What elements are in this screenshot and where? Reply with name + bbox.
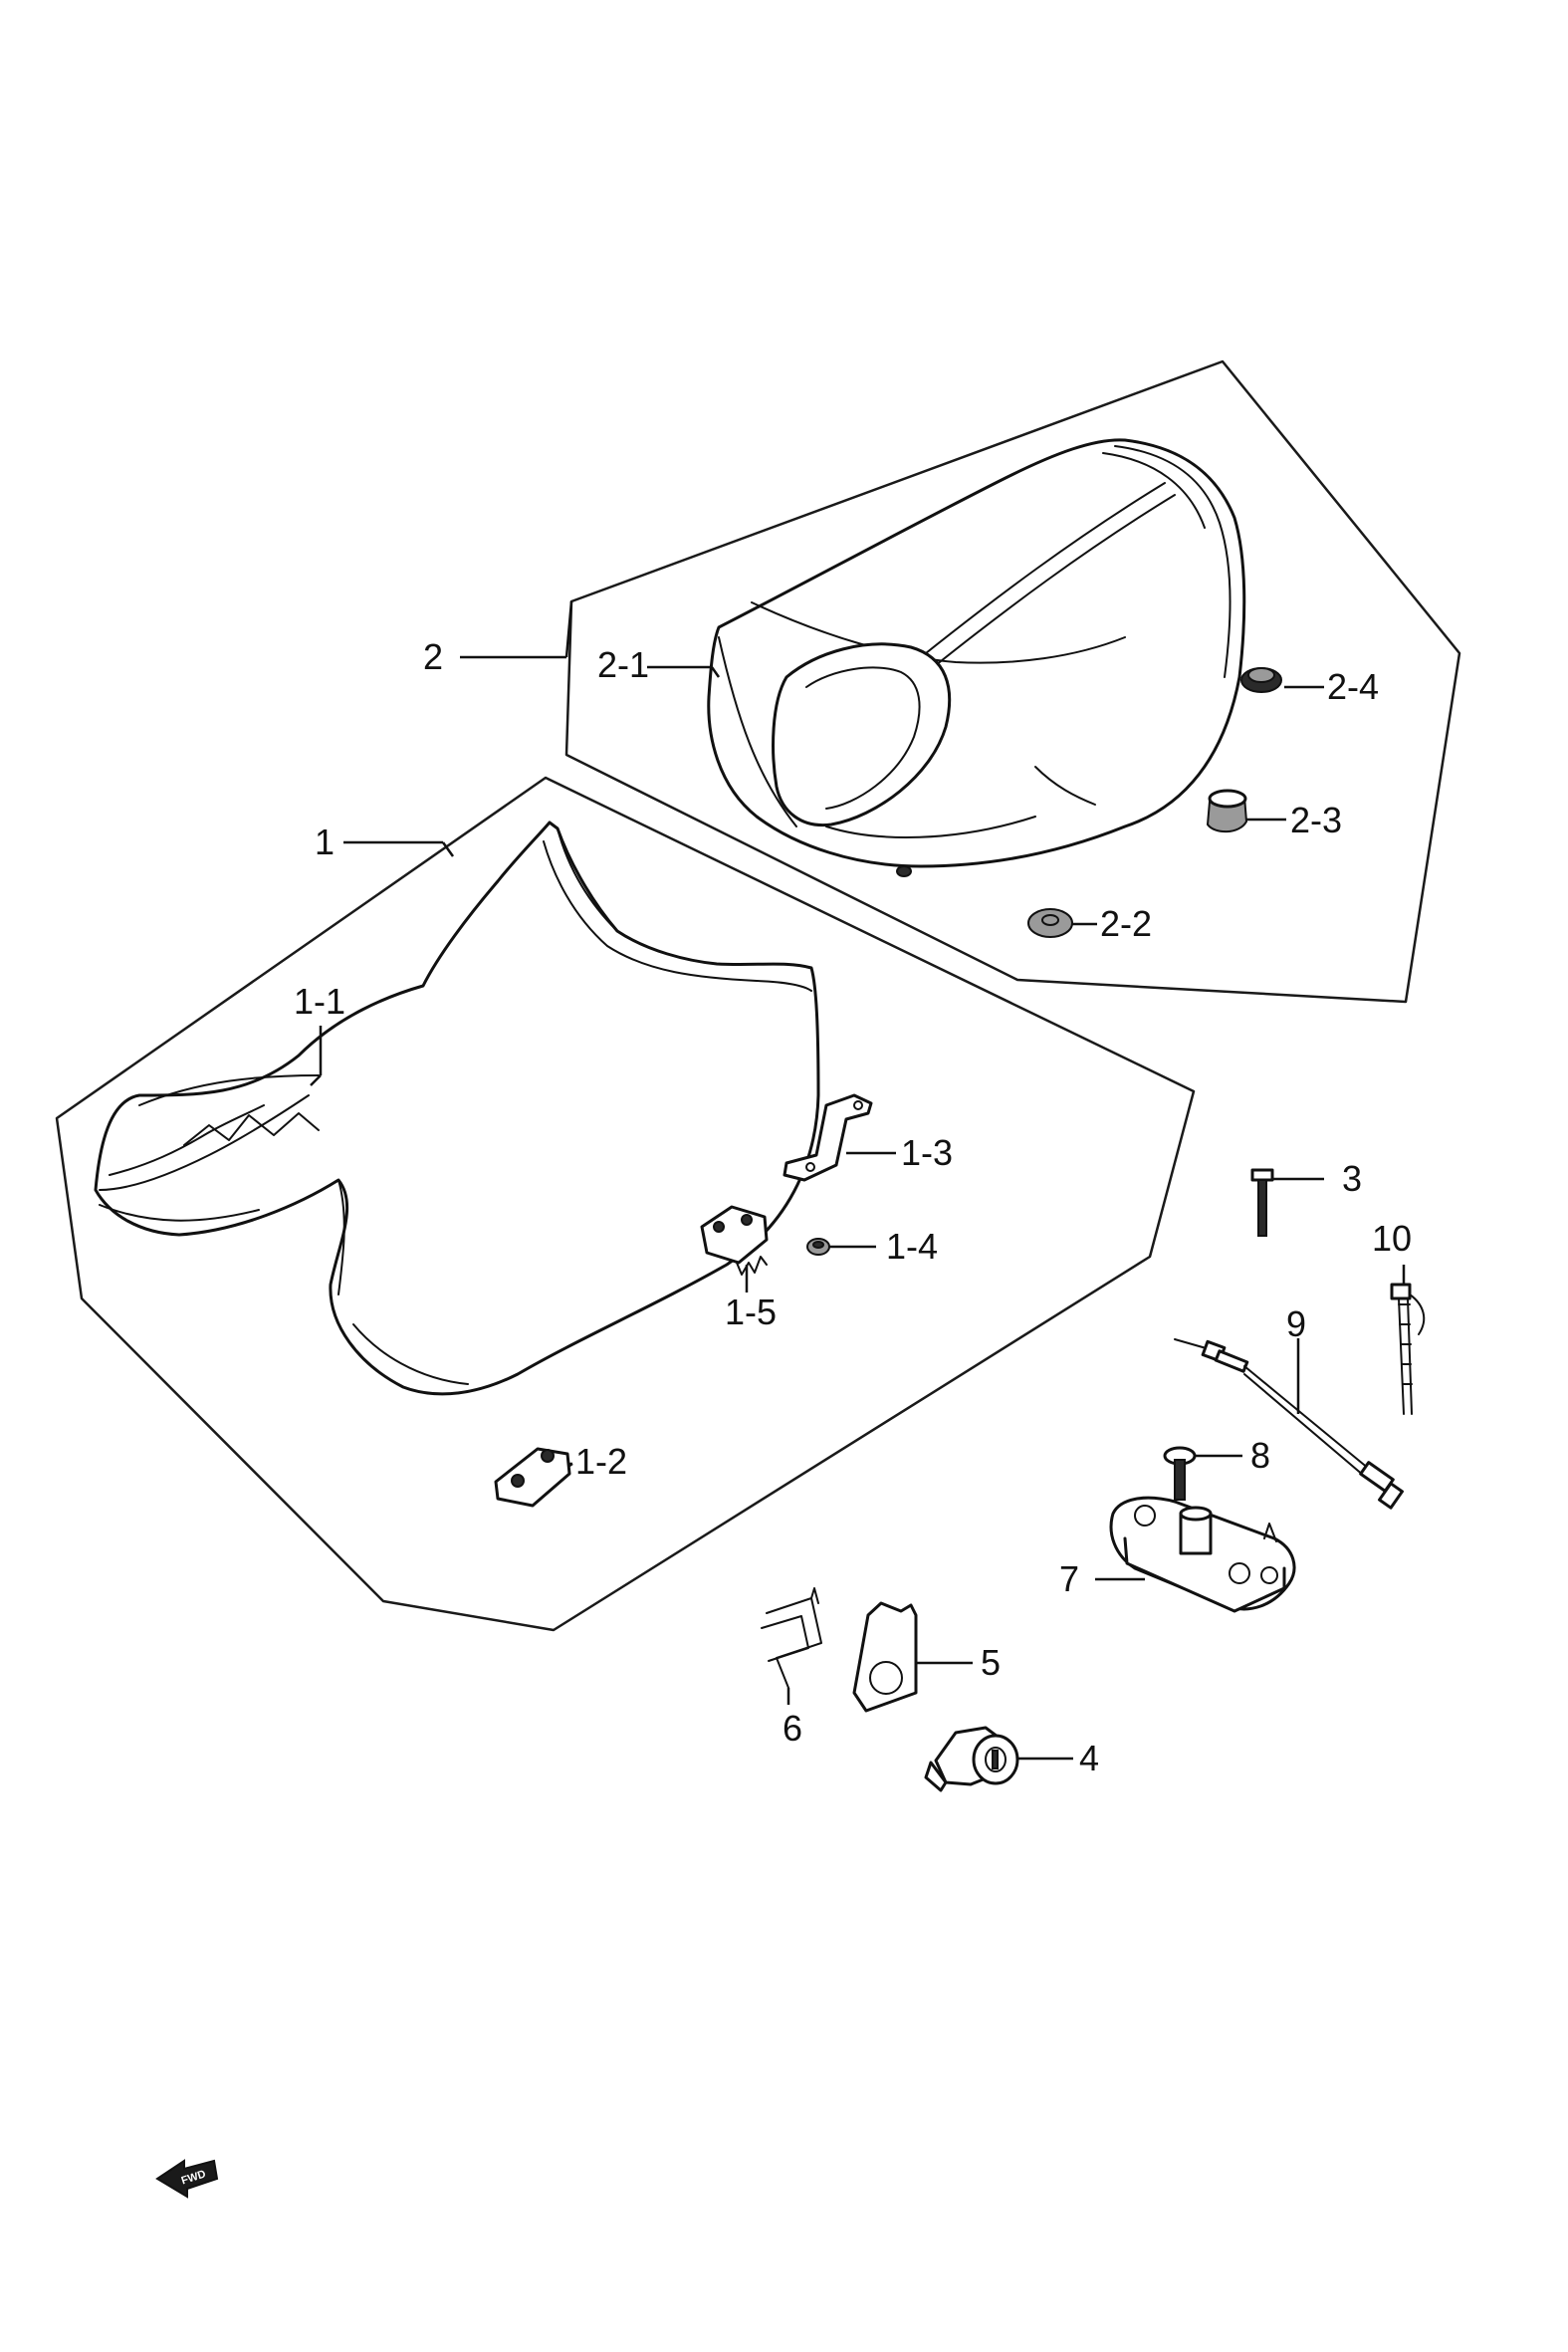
callout-2-2: 2-2: [1100, 903, 1152, 944]
callout-2-3: 2-3: [1290, 800, 1342, 840]
seat-lock-part: [1109, 1496, 1296, 1613]
spring-clip-part: [761, 1587, 822, 1689]
callout-2: 2: [423, 636, 443, 677]
rear-seat-cowl-part: [707, 438, 1246, 877]
group-outline-2: [564, 359, 1461, 1004]
grommet-part: [1027, 908, 1073, 938]
callout-2-4: 2-4: [1327, 666, 1379, 707]
callout-9: 9: [1286, 1303, 1306, 1344]
callout-1-4: 1-4: [886, 1226, 938, 1267]
leader-lines: [310, 600, 1406, 1761]
nut-part: [806, 1238, 830, 1256]
holder-part: [494, 1447, 571, 1508]
callout-1-2: 1-2: [575, 1441, 627, 1482]
callout-7: 7: [1059, 1558, 1079, 1599]
fwd-arrow-icon: FWD: [155, 2159, 219, 2199]
cable-tie-part: [1390, 1283, 1426, 1415]
damper-part: [700, 1205, 769, 1276]
callout-3: 3: [1342, 1158, 1362, 1199]
screw-8-part: [1163, 1446, 1197, 1501]
cushion-part: [1206, 789, 1248, 833]
callout-4: 4: [1079, 1738, 1099, 1778]
front-seat-part: [94, 821, 820, 1396]
callout-5: 5: [981, 1642, 1001, 1683]
callout-2-1: 2-1: [597, 644, 649, 685]
callout-8: 8: [1250, 1435, 1270, 1476]
cable-part: [1174, 1338, 1404, 1510]
callout-1-5: 1-5: [725, 1292, 777, 1332]
group-outline-1: [55, 776, 1196, 1632]
cap-part: [1240, 667, 1282, 693]
callout-labels: 2 2-1 2-4 2-3 2-2 1 1-1 1-3 1-4 1-5 1-2 …: [294, 636, 1412, 1778]
callout-10: 10: [1372, 1218, 1412, 1259]
callout-6: 6: [783, 1708, 802, 1749]
callout-1-1: 1-1: [294, 981, 345, 1022]
bolt-3-part: [1250, 1168, 1274, 1237]
lock-plate-part: [852, 1601, 918, 1713]
bracket-part: [783, 1093, 873, 1182]
callout-1-3: 1-3: [901, 1132, 953, 1173]
callout-1: 1: [315, 822, 335, 862]
key-cylinder-part: [924, 1726, 1019, 1792]
